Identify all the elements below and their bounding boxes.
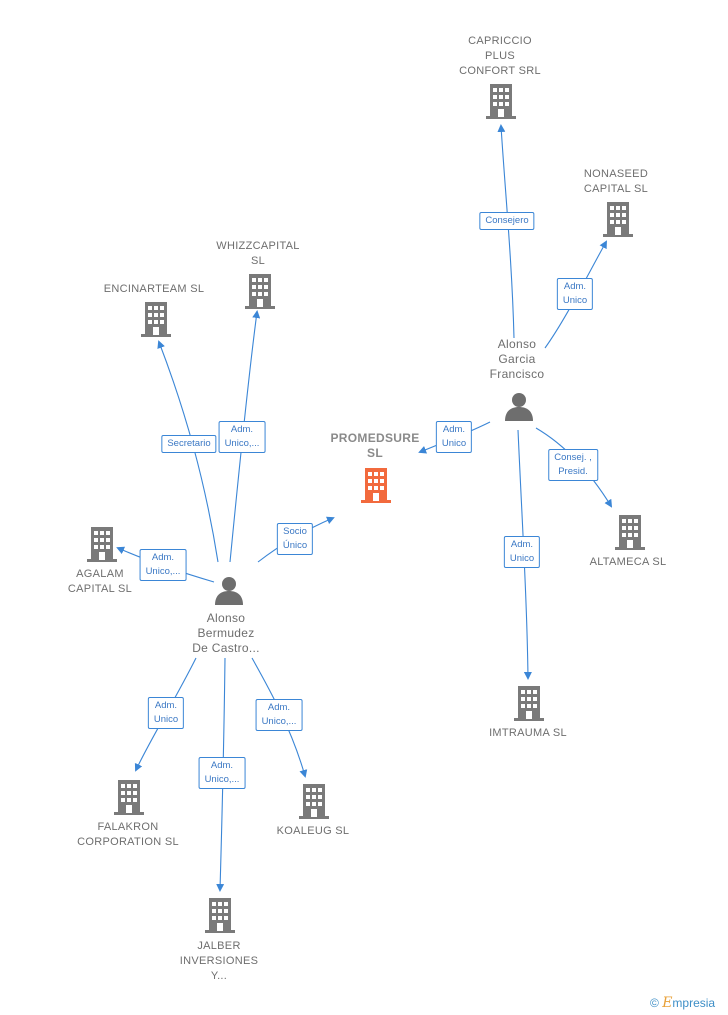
node-label-koaleug[interactable]: KOALEUG SL xyxy=(276,825,350,837)
building-icon[interactable] xyxy=(615,515,645,551)
building-icon[interactable] xyxy=(514,686,544,722)
edge-consejero xyxy=(497,124,515,339)
copyright-symbol: © xyxy=(650,996,659,1010)
node-label-jalber[interactable]: JALBER INVERSIONES Y... xyxy=(179,940,259,982)
building-icon[interactable] xyxy=(114,780,144,816)
brand-name: mpresia xyxy=(672,996,716,1010)
building-icon[interactable] xyxy=(486,84,516,120)
building-icon[interactable] xyxy=(141,302,171,338)
edge-label-consejero: Consejero xyxy=(479,212,535,230)
node-label-whizzcapital[interactable]: WHIZZCAPITAL SL xyxy=(216,240,300,267)
edge-label-adm-unico: Adm. Unico xyxy=(435,421,473,453)
person-icon[interactable] xyxy=(214,576,244,606)
edge-label-consej-presid: Consej. , Presid. xyxy=(548,449,598,481)
building-icon[interactable] xyxy=(205,898,235,934)
edge-label-adm-unico: Adm. Unico xyxy=(503,536,541,568)
brand-logo[interactable]: © Empresia xyxy=(650,995,715,1011)
building-icon[interactable] xyxy=(245,274,275,310)
building-icon[interactable] xyxy=(87,527,117,563)
node-label-agalam[interactable]: AGALAM CAPITAL SL xyxy=(67,568,133,595)
node-label-falakron[interactable]: FALAKRON CORPORATION SL xyxy=(77,821,179,848)
node-label-alonso-bermudez[interactable]: Alonso Bermudez De Castro... xyxy=(192,611,260,655)
edge-label-adm-unico: Adm. Unico,... xyxy=(218,421,266,453)
building-icon-highlighted[interactable] xyxy=(361,468,391,504)
node-label-encinarteam[interactable]: ENCINARTEAM SL xyxy=(103,283,205,295)
edge-label-adm-unico: Adm. Unico xyxy=(556,278,594,310)
node-label-imtrauma[interactable]: IMTRAUMA SL xyxy=(489,727,567,739)
edge-label-adm-unico: Adm. Unico,... xyxy=(198,757,246,789)
person-icon[interactable] xyxy=(504,392,534,422)
building-icon[interactable] xyxy=(299,784,329,820)
node-label-alonso-garcia[interactable]: Alonso Garcia Francisco xyxy=(489,337,545,381)
edge-label-adm-unico: Adm. Unico,... xyxy=(139,549,187,581)
brand-initial: E xyxy=(662,995,673,1011)
edge-label-secretario: Secretario xyxy=(161,435,217,453)
edge-label-adm-unico: Adm. Unico,... xyxy=(255,699,303,731)
node-label-capriccio[interactable]: CAPRICCIO PLUS CONFORT SRL xyxy=(459,35,541,77)
building-icon[interactable] xyxy=(603,202,633,238)
node-label-nonaseed[interactable]: NONASEED CAPITAL SL xyxy=(583,168,649,195)
edge-label-socio-unico: Socio Único xyxy=(276,523,314,555)
node-label-promedsure[interactable]: PROMEDSURE SL xyxy=(330,431,420,460)
node-label-altameca[interactable]: ALTAMECA SL xyxy=(589,556,667,568)
edge-label-adm-unico: Adm. Unico xyxy=(147,697,185,729)
